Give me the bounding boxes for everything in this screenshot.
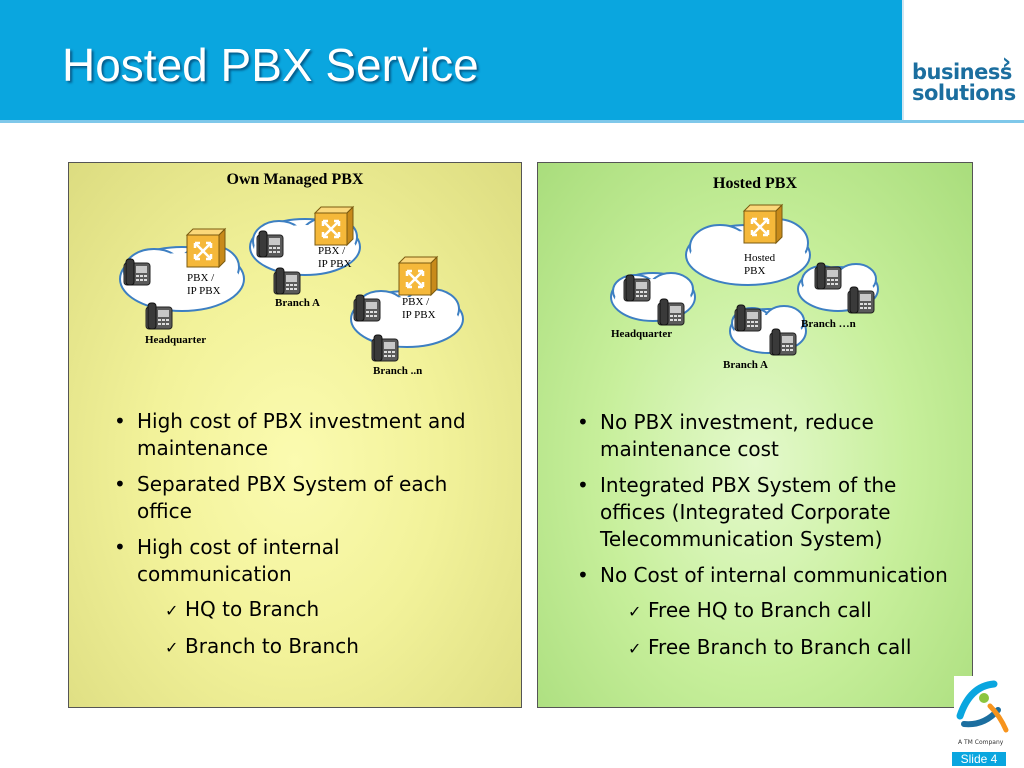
check-item: ✓HQ to Branch <box>165 596 495 624</box>
headquarter-label: Headquarter <box>611 328 672 340</box>
bullet-item: High cost of internal communication <box>109 534 509 588</box>
desk-phone-icon <box>256 230 284 258</box>
slide-title: Hosted PBX Service <box>62 39 479 91</box>
tm-logo-icon <box>954 676 1012 736</box>
tm-company-text: A TM Company <box>958 739 1004 746</box>
slide-header: Hosted PBX Service <box>0 0 1024 120</box>
hosted-pbx-label: PBX <box>744 265 765 277</box>
check-item: ✓Free HQ to Branch call <box>628 597 968 625</box>
pbx-label: IP PBX <box>402 309 436 321</box>
check-icon: ✓ <box>628 639 642 658</box>
desk-phone-icon <box>847 286 875 314</box>
left-bullet-list: High cost of PBX investment and maintena… <box>109 408 509 597</box>
cloud-icon <box>685 218 811 286</box>
pbx-switch-icon <box>313 205 355 247</box>
check-icon: ✓ <box>165 638 179 657</box>
desk-phone-icon <box>657 298 685 326</box>
logo-text-line1: business <box>912 60 1012 84</box>
branch-a-label: Branch A <box>723 359 768 371</box>
pbx-label: IP PBX <box>318 258 352 270</box>
desk-phone-icon <box>353 294 381 322</box>
bullet-item: No PBX investment, reduce maintenance co… <box>572 409 972 463</box>
desk-phone-icon <box>123 258 151 286</box>
slide-number: Slide 4 <box>952 752 1006 766</box>
desk-phone-icon <box>734 304 762 332</box>
check-icon: ✓ <box>628 602 642 621</box>
bullet-item: Separated PBX System of each office <box>109 471 509 525</box>
check-item: ✓Free Branch to Branch call <box>628 634 968 662</box>
right-check-list: ✓Free HQ to Branch call ✓Free Branch to … <box>628 597 968 671</box>
hosted-pbx-title: Hosted PBX <box>713 175 797 192</box>
pbx-switch-icon <box>397 255 439 297</box>
desk-phone-icon <box>145 302 173 330</box>
logo-text: business solutions <box>912 62 1016 104</box>
hosted-pbx-panel: Hosted PBX <box>537 162 973 708</box>
desk-phone-icon <box>623 274 651 302</box>
branch-a-label: Branch A <box>275 297 320 309</box>
desk-phone-icon <box>273 267 301 295</box>
bullet-item: High cost of PBX investment and maintena… <box>109 408 509 462</box>
chevron-right-icon: › <box>1002 50 1012 75</box>
bullet-item: No Cost of internal communication <box>572 562 972 589</box>
check-icon: ✓ <box>165 601 179 620</box>
desk-phone-icon <box>769 328 797 356</box>
branch-n-label: Branch …n <box>801 318 856 330</box>
logo-text-line2: solutions <box>912 81 1016 105</box>
header-divider <box>0 120 1024 123</box>
desk-phone-icon <box>371 334 399 362</box>
hosted-pbx-diagram: Hosted PBX Headquarter Branch A Branch …… <box>610 203 879 371</box>
left-check-list: ✓HQ to Branch ✓Branch to Branch <box>165 596 495 670</box>
headquarter-label: Headquarter <box>145 334 206 346</box>
pbx-switch-icon <box>742 203 784 245</box>
pbx-label: PBX / <box>318 245 346 257</box>
pbx-label: PBX / <box>187 272 215 284</box>
branch-n-label: Branch ..n <box>373 365 422 377</box>
own-managed-pbx-diagram: PBX / IP PBX PBX / IP PBX PBX / IP PBX H… <box>119 205 464 377</box>
bullet-item: Integrated PBX System of the offices (In… <box>572 472 972 553</box>
pbx-label: IP PBX <box>187 285 221 297</box>
own-managed-pbx-title: Own Managed PBX <box>226 171 364 188</box>
right-bullet-list: No PBX investment, reduce maintenance co… <box>572 409 972 598</box>
business-solutions-logo: business solutions › <box>902 0 1024 120</box>
hosted-pbx-label: Hosted <box>744 252 776 264</box>
check-item: ✓Branch to Branch <box>165 633 495 661</box>
desk-phone-icon <box>814 262 842 290</box>
pbx-label: PBX / <box>402 296 430 308</box>
own-managed-pbx-panel: Own Managed PBX <box>68 162 522 708</box>
pbx-switch-icon <box>185 227 227 269</box>
